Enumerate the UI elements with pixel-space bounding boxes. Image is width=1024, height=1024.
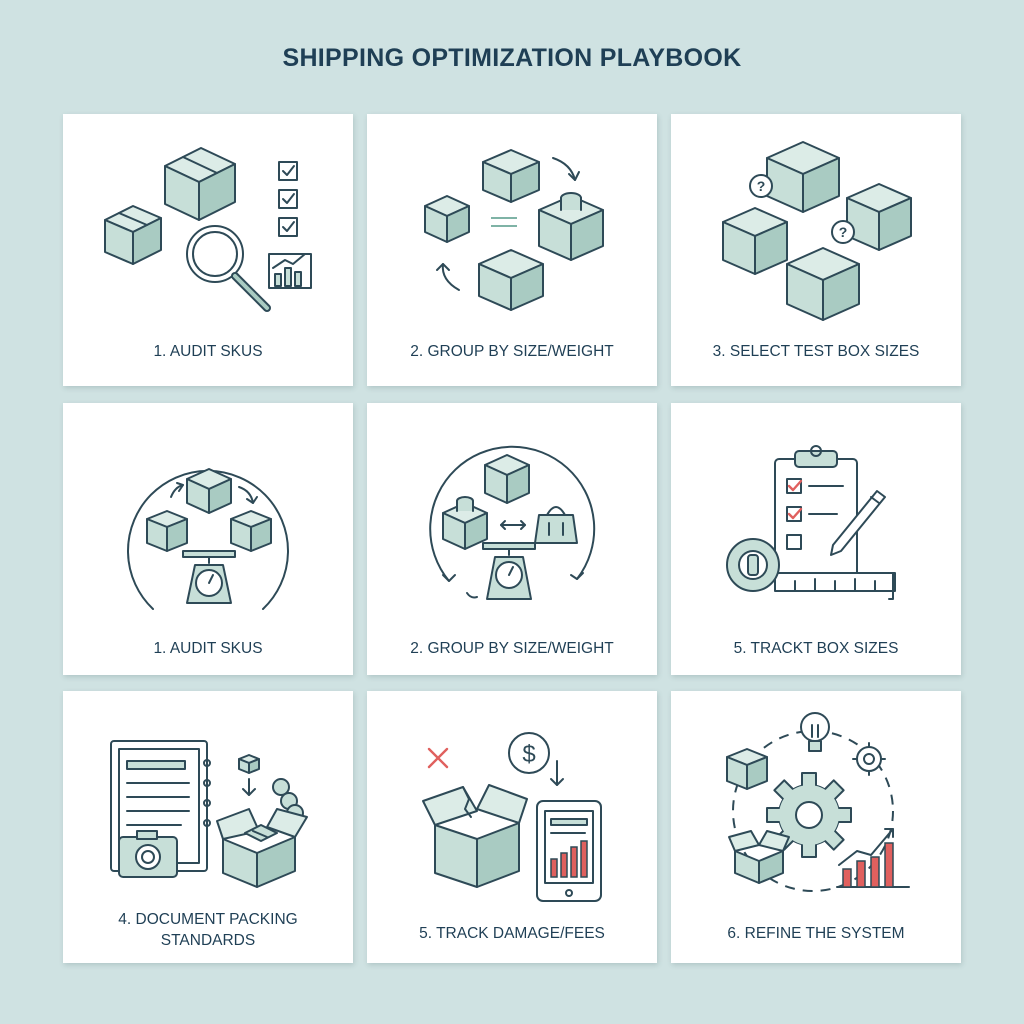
card-audit-skus-2: 1. AUDIT SKUS (63, 403, 353, 675)
card-label: 5. TRACK DAMAGE/FEES (419, 925, 605, 942)
card-group-size-weight: 2. GROUP BY SIZE/WEIGHT (367, 114, 657, 386)
card-track-box-sizes: 5. TRACKT BOX SIZES (671, 403, 961, 675)
binder-camera-box-icon (110, 740, 308, 888)
card-label: 1. AUDIT SKUS (153, 640, 263, 657)
card-label: 6. REFINE THE SYSTEM (727, 925, 905, 942)
boxes-scale-cycle-icon (127, 468, 289, 610)
scale-weights-cycle-icon (429, 445, 596, 600)
clipboard-tape-measure-icon (726, 445, 896, 600)
card-label: 3. SELECT TEST BOX SIZES (712, 343, 920, 360)
test-boxes-question-icon: ? ? (722, 141, 912, 321)
svg-text:?: ? (839, 224, 848, 240)
card-label: 2. GROUP BY SIZE/WEIGHT (410, 343, 614, 360)
card-label: 1. AUDIT SKUS (153, 343, 263, 360)
svg-text:$: $ (522, 741, 535, 768)
svg-text:?: ? (757, 178, 766, 194)
card-track-damage-fees: $ 5. TRACK DAMAGE/FEES (367, 691, 657, 963)
card-select-test-box-sizes: ? ? 3. SELECT TEST BOX SIZES (671, 114, 961, 386)
card-label: 2. GROUP BY SIZE/WEIGHT (410, 640, 614, 657)
card-refine-the-system: 6. REFINE THE SYSTEM (671, 691, 961, 963)
card-label: 5. TRACKT BOX SIZES (733, 640, 899, 657)
card-label-line: STANDARDS (160, 932, 256, 949)
card-group-size-weight-2: 2. GROUP BY SIZE/WEIGHT (367, 403, 657, 675)
gear-lightbulb-chart-icon (726, 712, 910, 892)
page-title: SHIPPING OPTIMIZATION PLAYBOOK (282, 44, 742, 72)
group-boxes-cycle-icon (424, 149, 604, 311)
card-document-packing-standards: 4. DOCUMENT PACKING STANDARDS (63, 691, 353, 963)
card-audit-skus: 1. AUDIT SKUS (63, 114, 353, 386)
audit-boxes-magnifier-icon (104, 147, 312, 312)
damaged-box-tablet-icon: $ (422, 732, 602, 902)
card-label-multiline: 4. DOCUMENT PACKING STANDARDS (73, 909, 343, 951)
card-label-line: 4. DOCUMENT PACKING (118, 911, 298, 928)
